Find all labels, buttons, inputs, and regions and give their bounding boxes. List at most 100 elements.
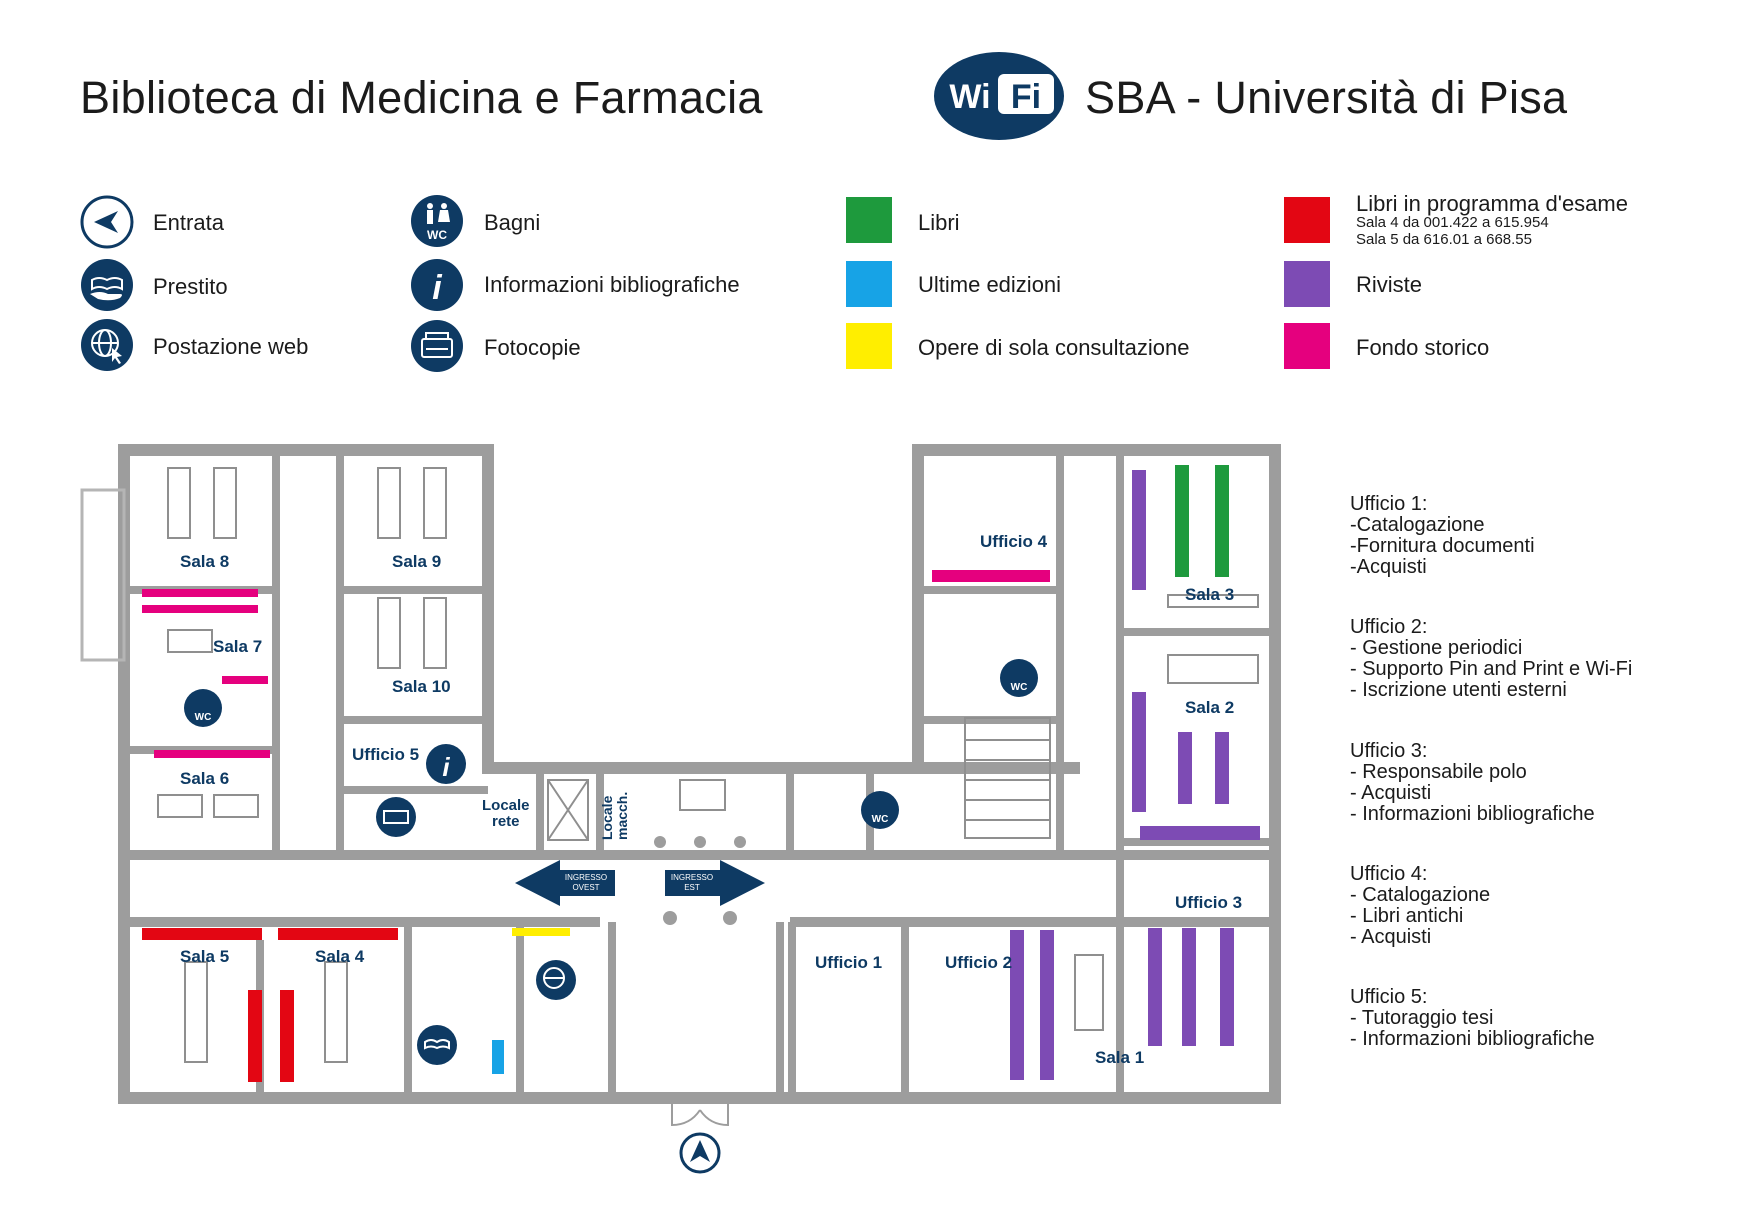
svg-text:WC: WC (1011, 682, 1028, 693)
map-wc-icon-west: WC (184, 689, 222, 727)
office-head: Ufficio 1: (1350, 493, 1428, 515)
entrance-arrow-icon (80, 195, 134, 249)
shelf-ultime-edizioni (492, 1040, 504, 1074)
svg-text:WC: WC (872, 814, 889, 825)
room-label-sala4: Sala 4 (315, 947, 365, 966)
room-label-locale-macch-1: Locale (599, 795, 615, 840)
desks (157, 467, 1259, 1063)
legend-label-bagni: Bagni (484, 210, 541, 235)
room-label-sala5: Sala 5 (180, 947, 229, 966)
office-line: -Fornitura documenti (1350, 535, 1535, 557)
room-label-ufficio1: Ufficio 1 (815, 953, 882, 972)
legend-label-prestito: Prestito (153, 274, 228, 299)
map-wc-icon-east: WC (1000, 659, 1038, 697)
office-line: - Informazioni bibliografiche (1350, 1028, 1595, 1050)
swatch-riviste (1284, 261, 1330, 307)
legend-label-fotocopie: Fotocopie (484, 335, 581, 360)
svg-text:WC: WC (195, 712, 212, 723)
wifi-logo: Wi Fi (934, 52, 1064, 140)
legend-label-riviste: Riviste (1356, 272, 1423, 297)
office-info-ufficio4: Ufficio 4: - Catalogazione - Libri antic… (1350, 864, 1490, 948)
office-line: - Responsabile polo (1350, 761, 1527, 783)
loan-book-hand-icon (81, 259, 133, 311)
office-line: - Acquisti (1350, 926, 1432, 948)
walls (118, 444, 1281, 1104)
map-photocopier-icon (376, 797, 416, 837)
map-loan-icon (417, 1025, 457, 1065)
ingresso-ovest-arrow (515, 860, 615, 906)
swatch-sola-consultazione (846, 323, 892, 369)
shelves-programma-esame (142, 928, 398, 1082)
swatch-libri (846, 197, 892, 243)
room-label-sala2: Sala 2 (1185, 698, 1234, 717)
legend-label-ultime-edizioni: Ultime edizioni (918, 272, 1062, 297)
legend-label-entrata: Entrata (153, 210, 224, 235)
room-label-ufficio3: Ufficio 3 (1175, 893, 1242, 912)
map-info-icon: i (426, 744, 466, 784)
svg-text:Fi: Fi (1011, 78, 1041, 116)
legend-sub-sala4: Sala 4 da 001.422 a 615.954 (1356, 214, 1549, 231)
room-label-locale-rete-2: rete (492, 813, 520, 830)
office-line: - Tutoraggio tesi (1350, 1007, 1494, 1029)
swatch-fondo-storico (1284, 323, 1330, 369)
shelf-sola-consultazione (512, 928, 570, 936)
legend-label-programma-esame: Libri in programma d'esame (1356, 191, 1628, 216)
room-label-ufficio5: Ufficio 5 (352, 745, 419, 764)
web-globe-icon (81, 319, 133, 371)
ingresso-est-label-1: INGRESSO (671, 873, 713, 882)
office-info-ufficio5: Ufficio 5: - Tutoraggio tesi - Informazi… (1350, 987, 1595, 1050)
swatch-ultime-edizioni (846, 261, 892, 307)
south-entrance-door (671, 1098, 729, 1127)
room-label-locale-rete-1: Locale (482, 797, 530, 814)
office-line: - Supporto Pin and Print e Wi-Fi (1350, 658, 1633, 680)
ingresso-est-arrow (665, 860, 765, 906)
photocopier-icon (411, 320, 463, 372)
shelves-libri (1175, 465, 1229, 577)
restroom-wc-icon: WC (411, 195, 463, 247)
room-label-locale-macch-2: macch. (614, 792, 630, 840)
room-label-sala9: Sala 9 (392, 552, 441, 571)
room-label-sala10: Sala 10 (392, 677, 451, 696)
office-line: - Libri antichi (1350, 905, 1464, 927)
office-head: Ufficio 3: (1350, 740, 1428, 762)
map-entrance-icon (679, 1132, 721, 1174)
library-title: Biblioteca di Medicina e Farmacia (80, 72, 763, 123)
ingresso-est-label-2: EST (684, 883, 700, 892)
shelves-riviste (1010, 470, 1260, 1080)
office-info-ufficio2: Ufficio 2: - Gestione periodici - Suppor… (1350, 617, 1632, 701)
ingresso-ovest-label-1: INGRESSO (565, 873, 607, 882)
svg-text:i: i (432, 269, 443, 307)
office-line: - Acquisti (1350, 782, 1432, 804)
legend-sub-sala5: Sala 5 da 616.01 a 668.55 (1356, 231, 1532, 248)
pillars (654, 836, 746, 925)
office-line: - Informazioni bibliografiche (1350, 803, 1595, 825)
info-icon: i (411, 259, 463, 311)
svg-text:WC: WC (427, 228, 447, 242)
room-label-ufficio4: Ufficio 4 (980, 532, 1048, 551)
office-line: -Catalogazione (1350, 514, 1485, 536)
office-line: - Catalogazione (1350, 884, 1491, 906)
stairs (547, 717, 1051, 841)
room-label-ufficio2: Ufficio 2 (945, 953, 1012, 972)
ingresso-ovest-label-2: OVEST (572, 883, 599, 892)
office-head: Ufficio 5: (1350, 986, 1428, 1008)
map-wc-icon-central: WC (861, 791, 899, 829)
room-label-sala8: Sala 8 (180, 552, 229, 571)
legend-label-postazione-web: Postazione web (153, 334, 309, 359)
svg-text:i: i (442, 752, 450, 782)
office-head: Ufficio 4: (1350, 863, 1428, 885)
room-label-sala6: Sala 6 (180, 769, 229, 788)
office-head: Ufficio 2: (1350, 616, 1428, 638)
office-line: -Acquisti (1350, 556, 1427, 578)
office-line: - Iscrizione utenti esterni (1350, 679, 1567, 701)
shelves-fondo-storico (142, 570, 1050, 758)
swatch-programma-esame (1284, 197, 1330, 243)
room-label-sala1: Sala 1 (1095, 1048, 1144, 1067)
legend-label-sola-consultazione: Opere di sola consultazione (918, 335, 1190, 360)
office-info-ufficio3: Ufficio 3: - Responsabile polo - Acquist… (1350, 741, 1595, 825)
legend-label-fondo-storico: Fondo storico (1356, 335, 1490, 360)
svg-text:Wi: Wi (949, 78, 990, 116)
room-label-sala7: Sala 7 (213, 637, 262, 656)
room-label-sala3: Sala 3 (1185, 585, 1234, 604)
